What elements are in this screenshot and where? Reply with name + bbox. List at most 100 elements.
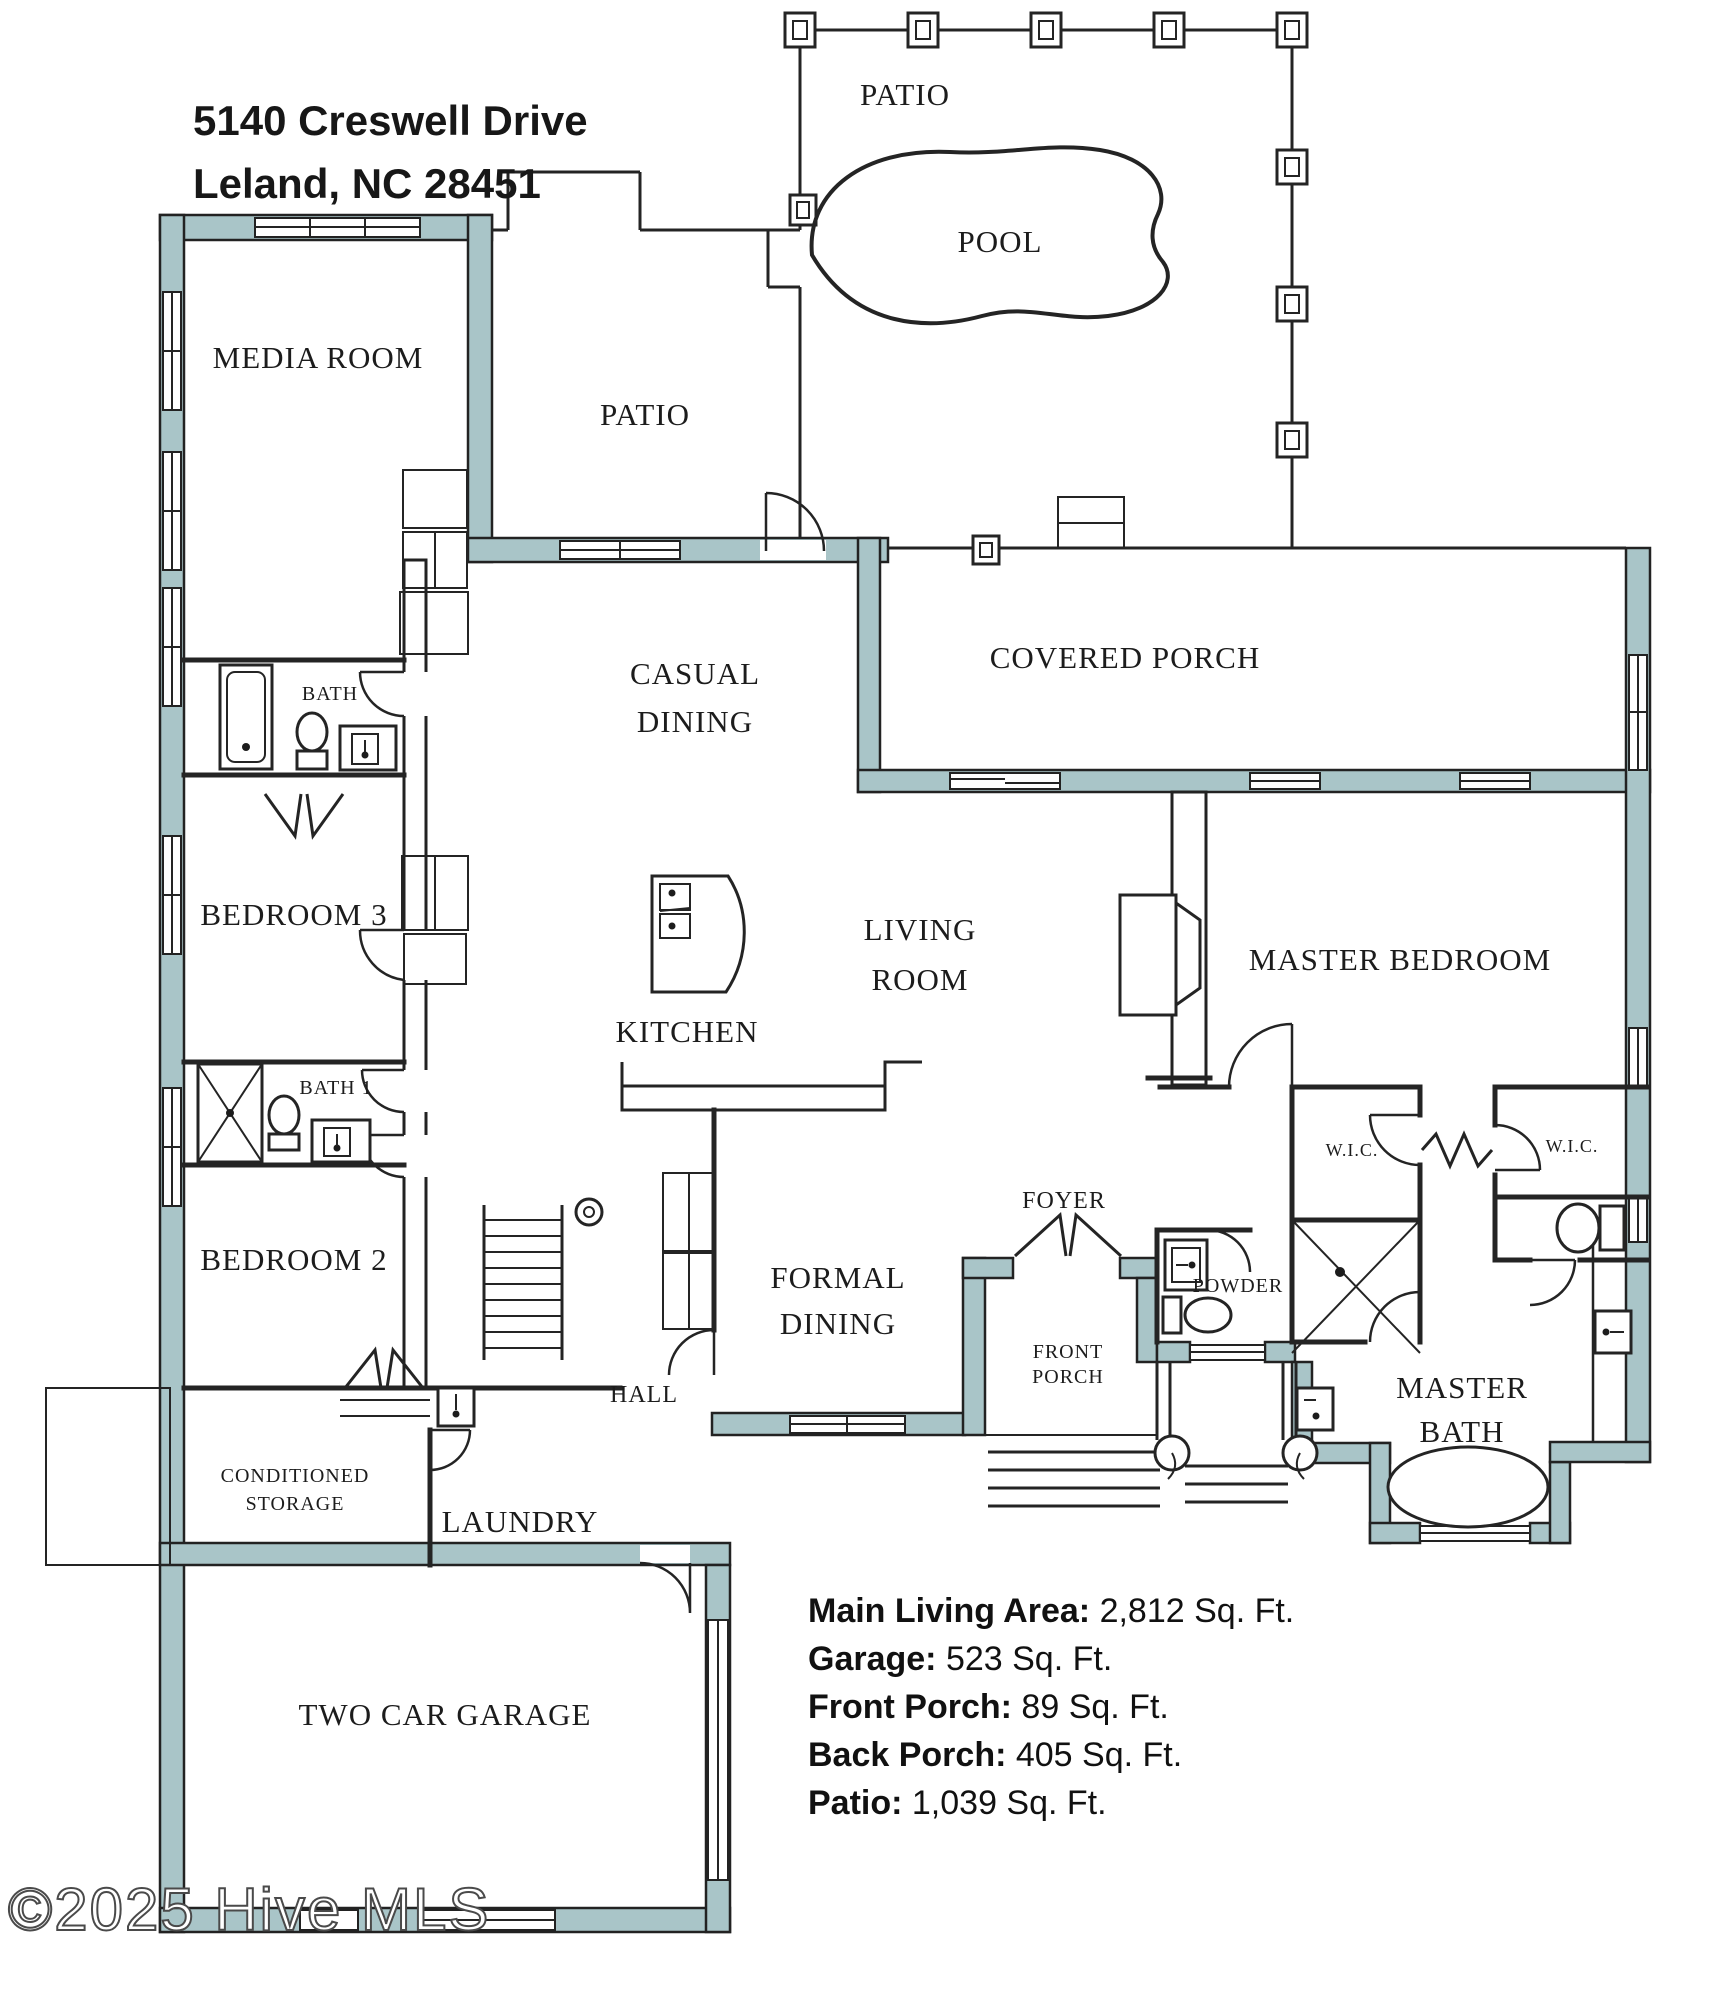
- window: [1249, 772, 1321, 790]
- window: [162, 451, 182, 571]
- stat-patio: Patio: 1,039 Sq. Ft.: [808, 1784, 1107, 1822]
- watermark: ©2025 Hive MLS: [8, 1876, 490, 1943]
- label-storage-2: STORAGE: [246, 1493, 345, 1515]
- sliding-door: [949, 772, 1061, 790]
- sink-icon: [1163, 1238, 1209, 1292]
- label-front-porch-1: FRONT: [1033, 1341, 1104, 1363]
- sink-icon: [1295, 1386, 1335, 1432]
- label-master-bedroom: MASTER BEDROOM: [1249, 942, 1552, 977]
- fixtures: [45, 469, 1633, 1566]
- door-arc: [1368, 1290, 1422, 1343]
- label-front-porch-2: PORCH: [1032, 1366, 1104, 1388]
- stoop: [45, 1387, 171, 1566]
- laundry-sink-icon: [436, 1386, 476, 1428]
- door-arc: [639, 1545, 692, 1614]
- window: [1628, 1195, 1648, 1243]
- pool-shape: [809, 145, 1170, 326]
- label-laundry: LAUNDRY: [442, 1504, 599, 1539]
- label-media-room: MEDIA ROOM: [213, 340, 424, 375]
- door-arc: [429, 1428, 472, 1472]
- kitchen-island: [650, 874, 746, 994]
- pool-steps: [1057, 496, 1125, 524]
- kitchen-counter: [620, 1060, 922, 1112]
- window: [162, 1087, 182, 1207]
- label-bath1: BATH 1: [299, 1077, 372, 1099]
- garage-side-door: [707, 1619, 729, 1881]
- label-wic-left: W.I.C.: [1326, 1140, 1379, 1160]
- label-foyer: FOYER: [1022, 1188, 1106, 1214]
- window: [1628, 654, 1648, 771]
- garage-door: [419, 1909, 556, 1931]
- label-powder: POWDER: [1193, 1275, 1283, 1297]
- label-master-bath-2: BATH: [1420, 1414, 1505, 1449]
- window: [1459, 772, 1531, 790]
- shower-icon: [196, 1062, 264, 1164]
- door-arc: [1494, 1123, 1542, 1172]
- door-arc: [1368, 1113, 1421, 1167]
- patio-boundary: [766, 28, 1294, 548]
- door-arc: [1529, 1258, 1577, 1307]
- label-covered-porch: COVERED PORCH: [990, 640, 1261, 675]
- door-arc: [1207, 1228, 1252, 1273]
- label-casual-dining-1: CASUAL: [630, 656, 760, 691]
- cabinets: [399, 469, 716, 1330]
- label-kitchen: KITCHEN: [615, 1014, 758, 1049]
- window: [1628, 1027, 1648, 1087]
- window: [789, 1415, 906, 1434]
- closet-shelf: [340, 1399, 430, 1417]
- address-title: 5140 Creswell Drive Leland, NC 28451: [193, 97, 588, 207]
- window: [254, 217, 421, 238]
- toilet-icon: [1161, 1295, 1233, 1335]
- label-bedroom3: BEDROOM 3: [200, 897, 387, 932]
- label-formal-dining-2: DINING: [780, 1306, 896, 1341]
- window: [162, 291, 182, 411]
- doors: [263, 491, 1577, 1614]
- window: [162, 835, 182, 955]
- stat-front-porch: Front Porch: 89 Sq. Ft.: [808, 1688, 1169, 1726]
- door-arc: [358, 670, 405, 718]
- wall-break-symbol: [1420, 1130, 1494, 1170]
- door-arc: [667, 1328, 716, 1376]
- label-storage-1: CONDITIONED: [221, 1465, 370, 1487]
- windows: [162, 217, 1648, 1931]
- stairs: [482, 1197, 604, 1360]
- label-living-1: LIVING: [864, 912, 977, 947]
- label-hall: HALL: [610, 1382, 678, 1408]
- label-living-2: ROOM: [871, 962, 968, 997]
- label-casual-dining-2: DINING: [637, 704, 753, 739]
- window: [1189, 1344, 1266, 1361]
- stat-garage: Garage: 523 Sq. Ft.: [808, 1640, 1112, 1678]
- toilet-icon: [295, 711, 329, 771]
- area-stats: Main Living Area: 2,812 Sq. Ft. Garage: …: [808, 1592, 1294, 1822]
- stat-main-living: Main Living Area: 2,812 Sq. Ft.: [808, 1592, 1294, 1630]
- label-master-bath-1: MASTER: [1396, 1370, 1528, 1405]
- patio-posts: [783, 11, 1309, 566]
- label-patio-pool: PATIO: [860, 77, 950, 112]
- fireplace: [1118, 790, 1213, 1087]
- label-patio-small: PATIO: [600, 397, 690, 432]
- front-porch-steps: [985, 1362, 1319, 1508]
- toilet-icon: [1555, 1202, 1626, 1254]
- door-arc: [1227, 1022, 1294, 1088]
- label-bedroom2: BEDROOM 2: [200, 1242, 387, 1277]
- toilet-icon: [267, 1094, 301, 1152]
- door-arc: [360, 1068, 405, 1114]
- address-line2: Leland, NC 28451: [193, 160, 541, 207]
- label-bath: BATH: [302, 683, 358, 705]
- label-garage: TWO CAR GARAGE: [299, 1697, 592, 1732]
- door-arc: [760, 491, 826, 560]
- double-door-chevron: [263, 793, 345, 840]
- sink-icon: [338, 724, 398, 772]
- shower-icon: [1291, 1219, 1421, 1354]
- double-door-chevron: [343, 1346, 425, 1389]
- sink-icon: [310, 1118, 372, 1164]
- stat-back-porch: Back Porch: 405 Sq. Ft.: [808, 1736, 1182, 1774]
- address-line1: 5140 Creswell Drive: [193, 97, 588, 144]
- garage-back-door: [299, 1909, 359, 1931]
- label-formal-dining-1: FORMAL: [770, 1260, 905, 1295]
- window: [559, 540, 681, 560]
- front-entry-doors: [1013, 1211, 1123, 1258]
- bathtub-icon: [218, 663, 274, 771]
